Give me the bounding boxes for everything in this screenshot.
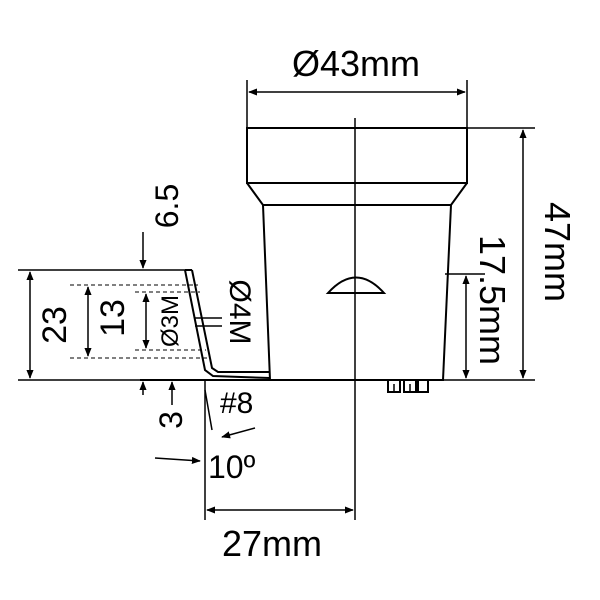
- top-cap: [246, 127, 468, 184]
- label-m4: Ø4M: [223, 279, 256, 344]
- label-m3: Ø3M: [157, 295, 184, 347]
- label-height-mid: 17.5mm: [472, 235, 513, 365]
- bottom-connector: [387, 379, 429, 393]
- label-tab-top: 6.5: [149, 184, 185, 228]
- label-top-diameter: Ø43mm: [292, 43, 420, 84]
- extension-lines: [18, 80, 535, 520]
- lower-body: [262, 204, 452, 381]
- label-tab-bottom: 3: [153, 411, 189, 429]
- body-outline: [246, 118, 468, 520]
- label-height-total: 47mm: [537, 202, 578, 302]
- label-width-bottom: 27mm: [222, 523, 322, 564]
- labels: Ø43mm 27mm #8 10º 47mm 17.5mm Ø4M 23 13 …: [36, 43, 578, 564]
- label-gauge: #8: [220, 387, 253, 420]
- neck: [246, 182, 468, 206]
- label-angle: 10º: [208, 449, 256, 485]
- label-tab-height: 23: [36, 306, 74, 344]
- dimension-lines: [26, 88, 527, 514]
- half-moon-window: [325, 276, 387, 294]
- label-tab-mid: 13: [94, 299, 132, 337]
